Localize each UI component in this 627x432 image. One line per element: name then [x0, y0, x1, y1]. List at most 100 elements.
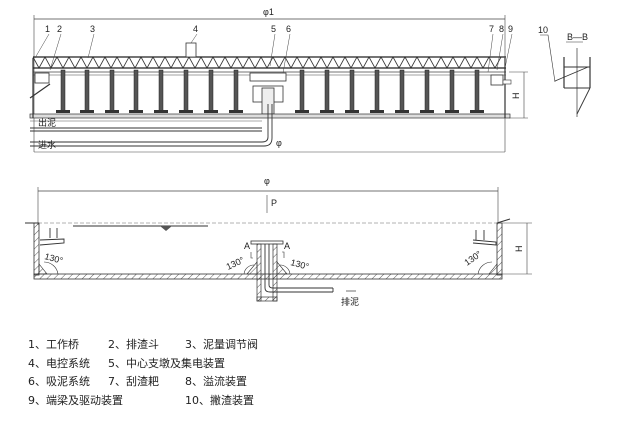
skimmer-blade	[554, 66, 589, 82]
callout-8: 8	[499, 24, 504, 34]
legend-row: 6、吸泥系统 7、刮渣耙 8、溢流装置	[28, 373, 348, 392]
callout-5: 5	[271, 24, 276, 34]
label-sludge-discharge: 排泥	[341, 296, 359, 308]
dimension-label-h-top: H	[511, 93, 521, 100]
suction-head	[204, 110, 218, 113]
sludge-discharge-pipe	[264, 244, 333, 293]
section-b-b: B—B 10	[538, 25, 591, 117]
legend-item: 8、溢流装置	[185, 375, 247, 388]
leader-line	[34, 33, 50, 59]
suction-pipe	[183, 69, 189, 113]
suction-pipe	[158, 69, 164, 113]
leader-line	[87, 33, 95, 59]
angle-label-left: 130°	[43, 251, 64, 266]
legend-row: 1、工作桥 2、排渣斗 3、泥量调节阀	[28, 336, 348, 355]
suction-head	[295, 110, 309, 113]
suction-head	[395, 110, 409, 113]
callout-7: 7	[489, 24, 494, 34]
tank-bottom	[33, 273, 503, 280]
callout-4: 4	[193, 24, 198, 34]
electric-control-box	[185, 42, 197, 58]
section-mark-a-right: A	[284, 241, 290, 251]
suction-pipe	[60, 69, 66, 113]
left-weir	[39, 228, 65, 246]
inlet-pipe	[30, 104, 269, 143]
callout-10: 10	[538, 25, 548, 35]
suction-head	[154, 110, 168, 113]
legend-item: 5、中心支墩及集电装置	[108, 356, 225, 370]
label-water-in: 进水	[38, 139, 56, 151]
suction-pipe	[109, 69, 115, 113]
angle-label-center-left: 130°	[225, 255, 246, 272]
callout-3: 3	[90, 24, 95, 34]
suction-pipe	[349, 69, 355, 113]
legend-item: 2、排渣斗	[108, 338, 159, 351]
water-level-label: P	[271, 198, 277, 208]
scum-hopper	[34, 72, 50, 84]
suction-head	[445, 110, 459, 113]
suction-head	[345, 110, 359, 113]
leader-line	[487, 33, 494, 73]
parts-legend: 1、工作桥 2、排渣斗 3、泥量调节阀 4、电控系统 5、中心支墩及集电装置 6…	[28, 336, 348, 410]
callout-9: 9	[508, 24, 513, 34]
leader-line	[190, 33, 198, 44]
dimension-label-phi-tank: φ	[264, 176, 270, 186]
suction-head	[320, 110, 334, 113]
suction-head	[56, 110, 70, 113]
legend-row: 4、电控系统 5、中心支墩及集电装置	[28, 355, 348, 374]
suction-pipe	[374, 69, 380, 113]
legend-item: 4、电控系统	[28, 356, 90, 370]
suction-head	[420, 110, 434, 113]
suction-pipe	[424, 69, 430, 113]
dimension-label-phi-top: φ	[276, 138, 282, 148]
top-elevation-view: φ1 H	[29, 7, 528, 153]
center-pier-top	[249, 72, 287, 82]
leader-line	[49, 33, 62, 71]
suction-pipe	[233, 69, 239, 113]
tank-cross-section: φ P 排泥 A A	[25, 176, 532, 308]
suction-pipe	[133, 69, 139, 113]
legend-item: 6、吸泥系统	[28, 375, 90, 388]
suction-pipe	[324, 69, 330, 113]
tank-floor	[29, 113, 511, 119]
legend-item: 10、撇渣装置	[185, 393, 254, 407]
callout-2: 2	[57, 24, 62, 34]
leader-line	[282, 33, 291, 74]
section-title: B—B	[567, 32, 588, 42]
angle-label-right: 130°	[462, 249, 483, 268]
center-pier	[250, 240, 284, 245]
legend-item: 9、端梁及驱动装置	[28, 393, 123, 407]
suction-head	[370, 110, 384, 113]
legend-item: 3、泥量调节阀	[185, 338, 258, 351]
legend-row: 9、端梁及驱动装置 10、撇渣装置	[28, 392, 348, 411]
dimension-label-h-tank: H	[514, 246, 524, 253]
legend-item: 7、刮渣耙	[108, 375, 159, 388]
suction-pipe	[299, 69, 305, 113]
right-weir	[472, 230, 497, 246]
suction-pipes	[56, 69, 484, 113]
work-bridge-truss	[32, 56, 506, 76]
suction-head	[229, 110, 243, 113]
dimension-label-phi1: φ1	[263, 7, 274, 17]
end-beam-drive	[490, 74, 504, 86]
legend-item: 1、工作桥	[28, 338, 79, 351]
callout-6: 6	[286, 24, 291, 34]
suction-pipe	[399, 69, 405, 113]
suction-pipe	[474, 69, 480, 113]
leader-line	[504, 33, 513, 69]
leader-line	[269, 33, 276, 67]
leader-line	[496, 33, 504, 71]
suction-head	[129, 110, 143, 113]
suction-head	[470, 110, 484, 113]
suction-pipe	[84, 69, 90, 113]
suction-head	[179, 110, 193, 113]
suction-head	[105, 110, 119, 113]
suction-head	[80, 110, 94, 113]
section-mark-a-left: A	[244, 241, 250, 251]
label-sludge-out: 出泥	[38, 117, 56, 129]
angle-label-center-right: 130°	[289, 257, 310, 272]
suction-pipe	[449, 69, 455, 113]
callout-1: 1	[45, 24, 50, 34]
